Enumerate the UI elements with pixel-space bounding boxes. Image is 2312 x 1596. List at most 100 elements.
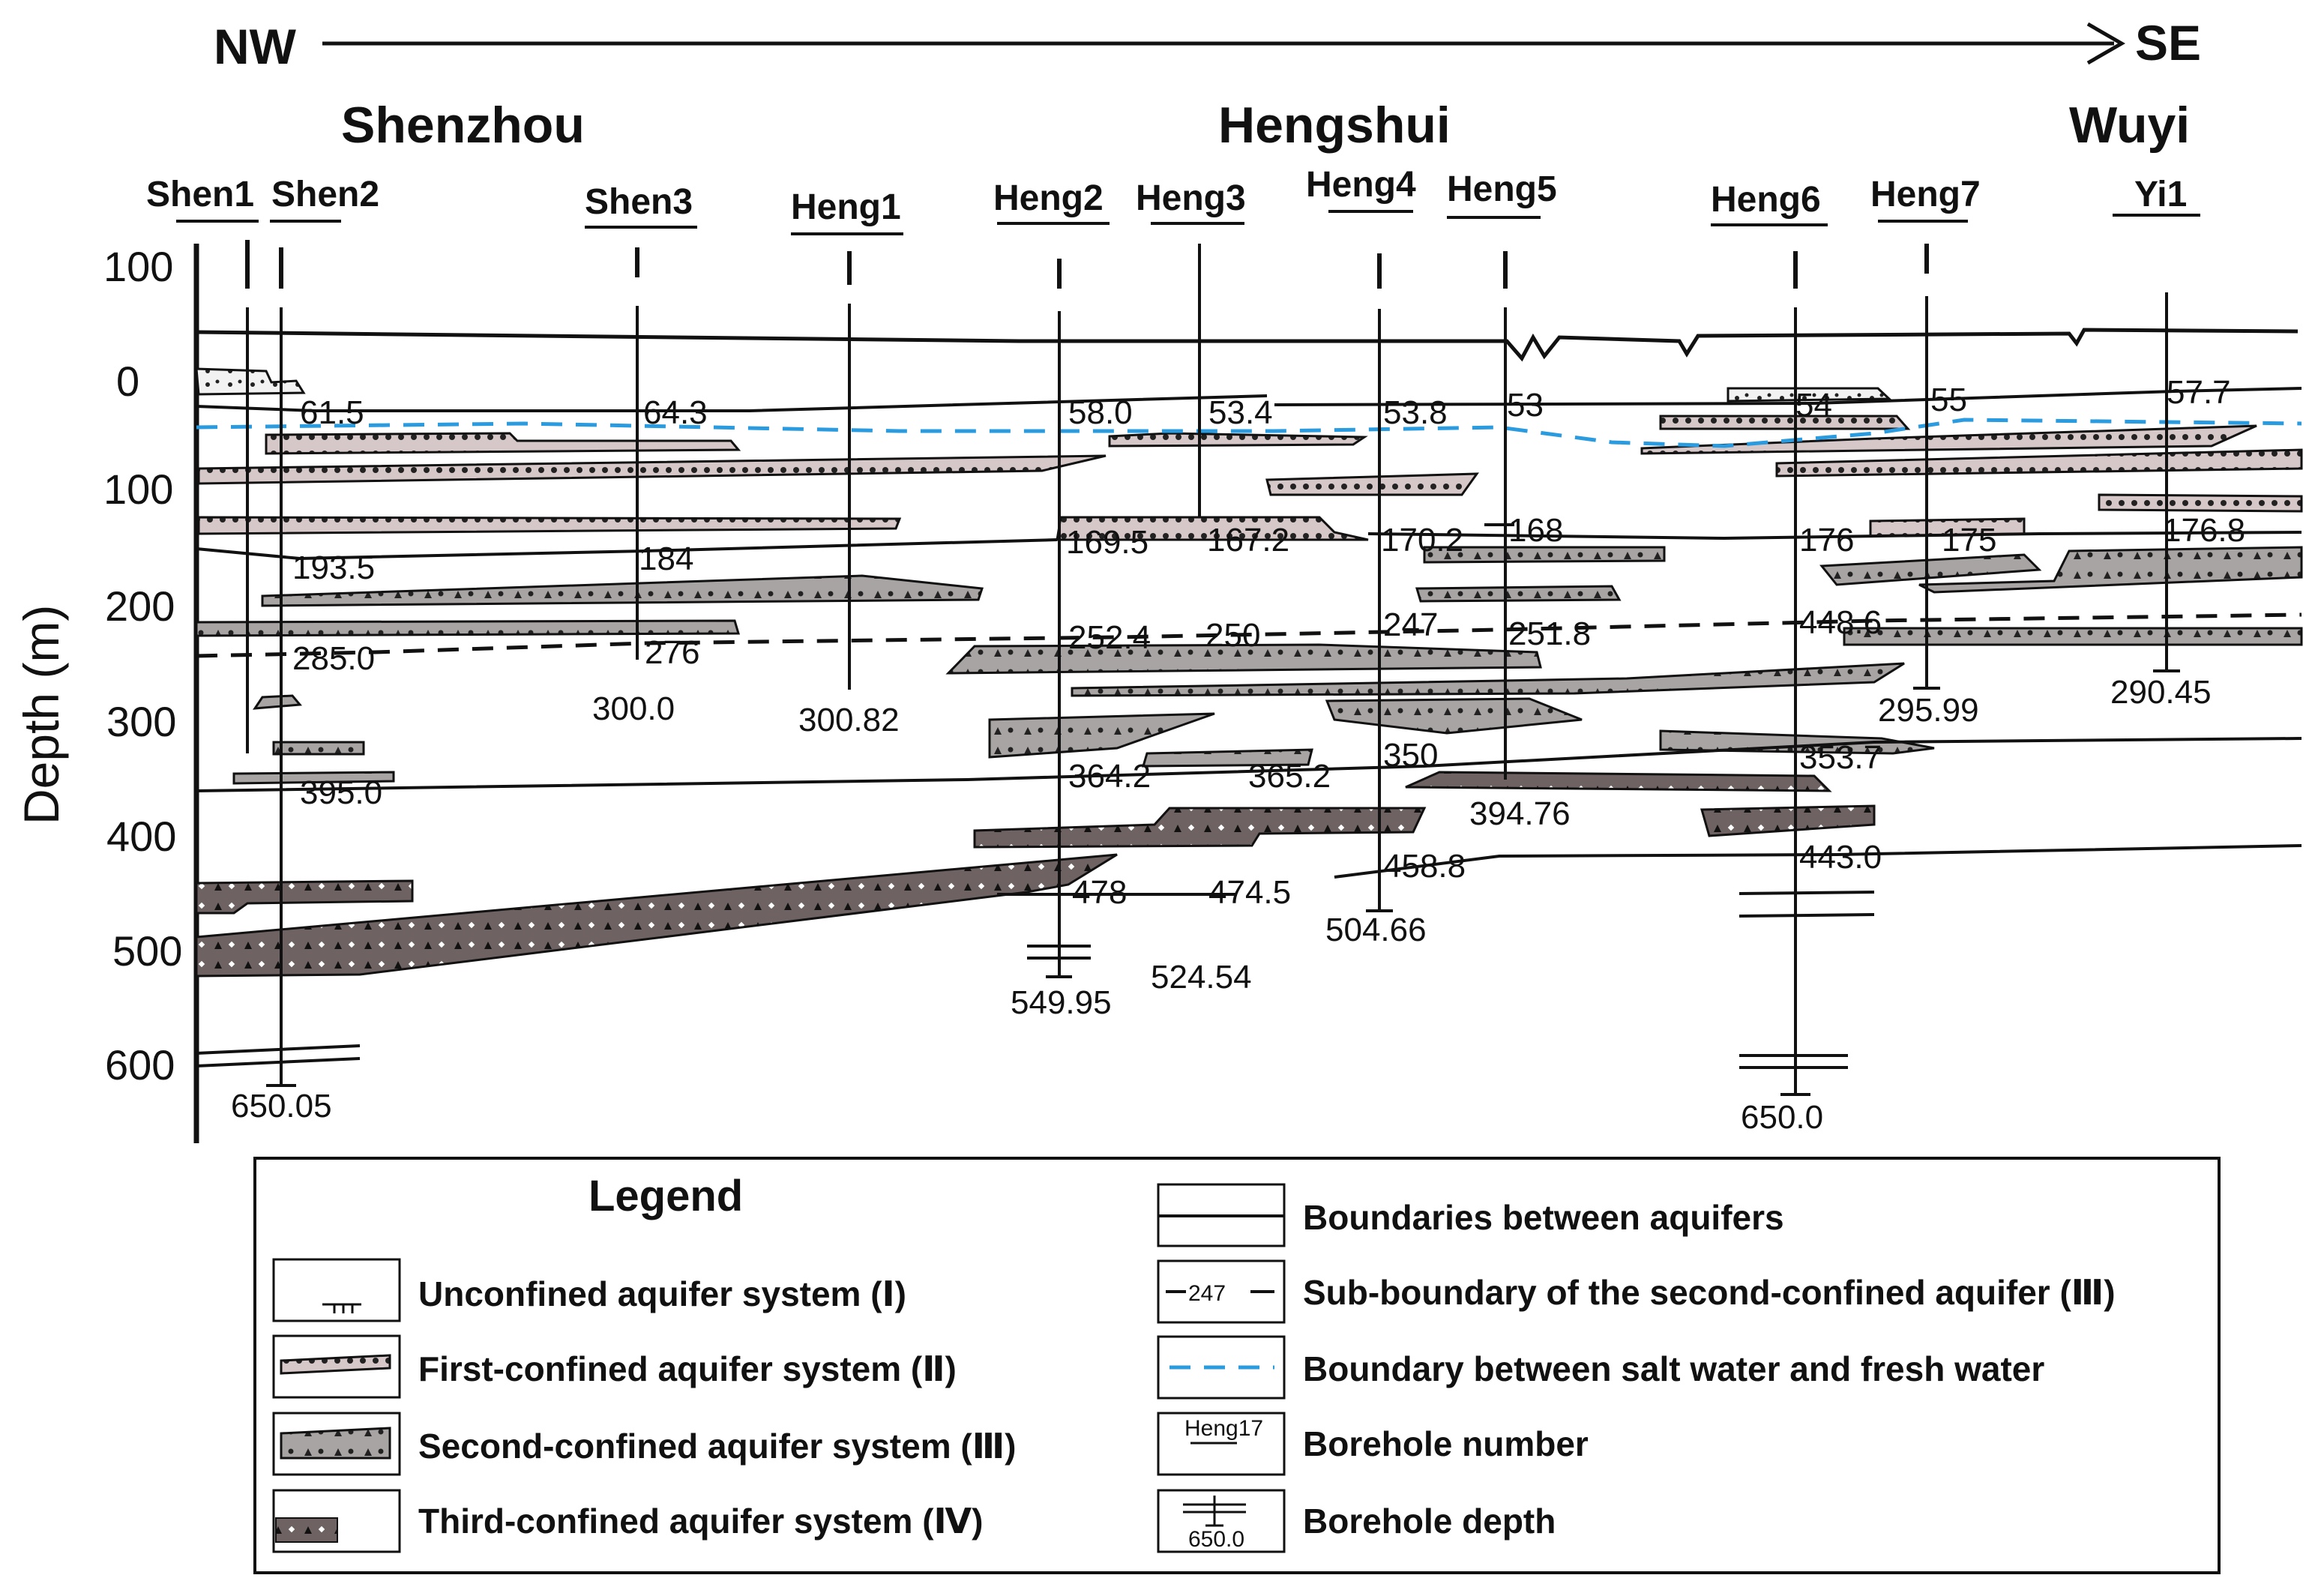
tick-label: 200 xyxy=(105,582,175,630)
aquifer-first-body xyxy=(197,454,1107,485)
aquifer-second-body xyxy=(1141,748,1313,768)
annotation-value: 61.5 xyxy=(300,394,364,431)
annotation-value: 53.4 xyxy=(1208,394,1273,431)
annotation-value: 350 xyxy=(1383,737,1438,774)
annotation-value: 169.5 xyxy=(1066,524,1149,561)
aquifer-second-body xyxy=(988,712,1215,759)
legend-swatch-box xyxy=(272,1258,401,1322)
aquifer-second-body xyxy=(232,771,395,785)
legend-label-boundary: Boundaries between aquifers xyxy=(1303,1198,1784,1237)
annotation-value: 478 xyxy=(1072,874,1127,911)
legend-label-third: Third-confined aquifer system (Ⅳ) xyxy=(418,1502,983,1541)
aquifer-bodies xyxy=(195,367,2303,978)
legend-label-second: Second-confined aquifer system (Ⅲ) xyxy=(418,1427,1017,1466)
aquifer-first-body xyxy=(1659,415,1911,430)
legend-swatch-second xyxy=(280,1427,391,1460)
legend: Legend Unconfined aquifer system (Ⅰ) Fir… xyxy=(253,1157,2221,1574)
tick-label: 400 xyxy=(106,813,176,860)
sub-boundary-line xyxy=(196,612,2302,658)
annotation-value: 175 xyxy=(1942,522,1996,558)
borehole-label-heng5: Heng5 xyxy=(1447,169,1557,209)
borehole-label-heng3: Heng3 xyxy=(1136,178,1246,218)
annotation-value: 443.0 xyxy=(1799,839,1882,876)
aquifer-first-body xyxy=(265,432,741,455)
legend-label-saltwater: Boundary between salt water and fresh wa… xyxy=(1303,1349,2044,1388)
annotation-value: 364.2 xyxy=(1068,758,1151,795)
annotation-value: 53.8 xyxy=(1383,394,1448,431)
aquifer-first-body xyxy=(1775,448,2303,478)
aquifer-third-body xyxy=(973,807,1427,849)
aquifer-second-body xyxy=(1819,553,2042,586)
borehole-depth-value: 504.66 xyxy=(1325,912,1427,948)
direction-se-label: SE xyxy=(2135,15,2201,70)
aquifer-second-body xyxy=(1659,729,1935,755)
annotation-value: 276 xyxy=(645,634,699,671)
aquifer-second-body xyxy=(1423,546,1666,564)
region-shenzhou: Shenzhou xyxy=(341,97,585,154)
aquifer-first-body xyxy=(1265,472,1479,496)
tick-label: 300 xyxy=(106,698,176,745)
region-wuyi: Wuyi xyxy=(2069,97,2190,154)
legend-label-sub-boundary: Sub-boundary of the second-confined aqui… xyxy=(1303,1273,2116,1312)
annotation-value: 167.2 xyxy=(1207,522,1289,558)
region-hengshui: Hengshui xyxy=(1218,97,1451,154)
borehole-label-heng4: Heng4 xyxy=(1306,165,1416,205)
tick-label: 0 xyxy=(116,358,139,405)
aquifer-second-body xyxy=(272,741,365,756)
annotation-value: 448.6 xyxy=(1799,604,1882,641)
legend-label-borehole-depth: Borehole depth xyxy=(1303,1502,1556,1541)
legend-swatch-sub-boundary: 247 xyxy=(1188,1281,1226,1306)
legend-swatch-borehole-number: Heng17 xyxy=(1184,1416,1263,1441)
borehole-label-heng7: Heng7 xyxy=(1870,175,1981,214)
aquifer-first-body xyxy=(1056,516,1369,541)
legend-label-first: First-confined aquifer system (Ⅱ) xyxy=(418,1349,957,1388)
borehole-depth-value: 650.0 xyxy=(1741,1099,1823,1136)
annotation-value: 251.8 xyxy=(1508,615,1591,652)
salt-fresh-boundary-line xyxy=(196,418,2302,448)
borehole-labels: Shen1 Shen2 Shen3 Heng1 Heng2 Heng3 Heng… xyxy=(146,165,2200,235)
annotation-value: 285.0 xyxy=(292,640,375,677)
borehole-depth-value: 549.95 xyxy=(1011,984,1112,1021)
tick-label: 100 xyxy=(103,466,173,513)
borehole-depth-value: 650.05 xyxy=(231,1088,332,1124)
tick-label: 100 xyxy=(103,243,173,290)
aquifer-second-body xyxy=(1071,662,1905,697)
legend-swatch-box xyxy=(1157,1489,1286,1553)
legend-label-borehole-number: Borehole number xyxy=(1303,1424,1589,1463)
aquifer-first-body xyxy=(2098,493,2303,513)
tick-label: 500 xyxy=(112,927,182,975)
borehole-label-heng6: Heng6 xyxy=(1711,180,1821,220)
annotation-value: 353.7 xyxy=(1799,739,1882,776)
borehole-label-heng1: Heng1 xyxy=(791,187,901,227)
aquifer-unconfined-body xyxy=(1727,387,1892,403)
depth-axis-ticks: 100 0 100 200 300 400 500 600 xyxy=(103,243,182,1088)
aquifer-second-body xyxy=(253,694,302,710)
annotation-value: 176.8 xyxy=(2163,512,2245,549)
aquifer-second-body xyxy=(1325,697,1583,735)
annotation-value: 394.76 xyxy=(1469,795,1571,832)
annotation-value: 474.5 xyxy=(1208,874,1291,911)
borehole-depth-marks xyxy=(196,669,2180,1096)
aquifer-second-body xyxy=(1415,585,1622,603)
aquifer-first-body xyxy=(1108,432,1368,448)
aquifer-second-body xyxy=(261,574,984,607)
aquifer-third-body xyxy=(1405,771,1832,792)
borehole-depth-value: 290.45 xyxy=(2110,674,2212,711)
annotation-value: 176 xyxy=(1799,522,1854,558)
annotation-value: 58.0 xyxy=(1068,394,1133,431)
legend-title: Legend xyxy=(588,1172,743,1220)
aquifer-unconfined-body xyxy=(195,367,306,396)
legend-label-unconfined: Unconfined aquifer system (Ⅰ) xyxy=(418,1274,906,1313)
borehole-depth-value: 295.99 xyxy=(1878,692,1979,729)
borehole-lines xyxy=(245,240,2168,1096)
depth-annotations: 61.5 64.3 58.0 53.4 53.8 53 54 55 57.7 1… xyxy=(231,374,2245,1136)
aquifer-first-body xyxy=(1640,424,2257,455)
annotation-value: 458.8 xyxy=(1383,848,1466,885)
annotation-value: 365.2 xyxy=(1248,758,1331,795)
annotation-value: 57.7 xyxy=(2167,374,2231,411)
borehole-depth-value: 524.54 xyxy=(1151,959,1252,996)
aquifer-second-body xyxy=(945,643,1542,675)
annotation-value: 250 xyxy=(1205,617,1260,654)
borehole-label-shen1: Shen1 xyxy=(146,175,254,214)
